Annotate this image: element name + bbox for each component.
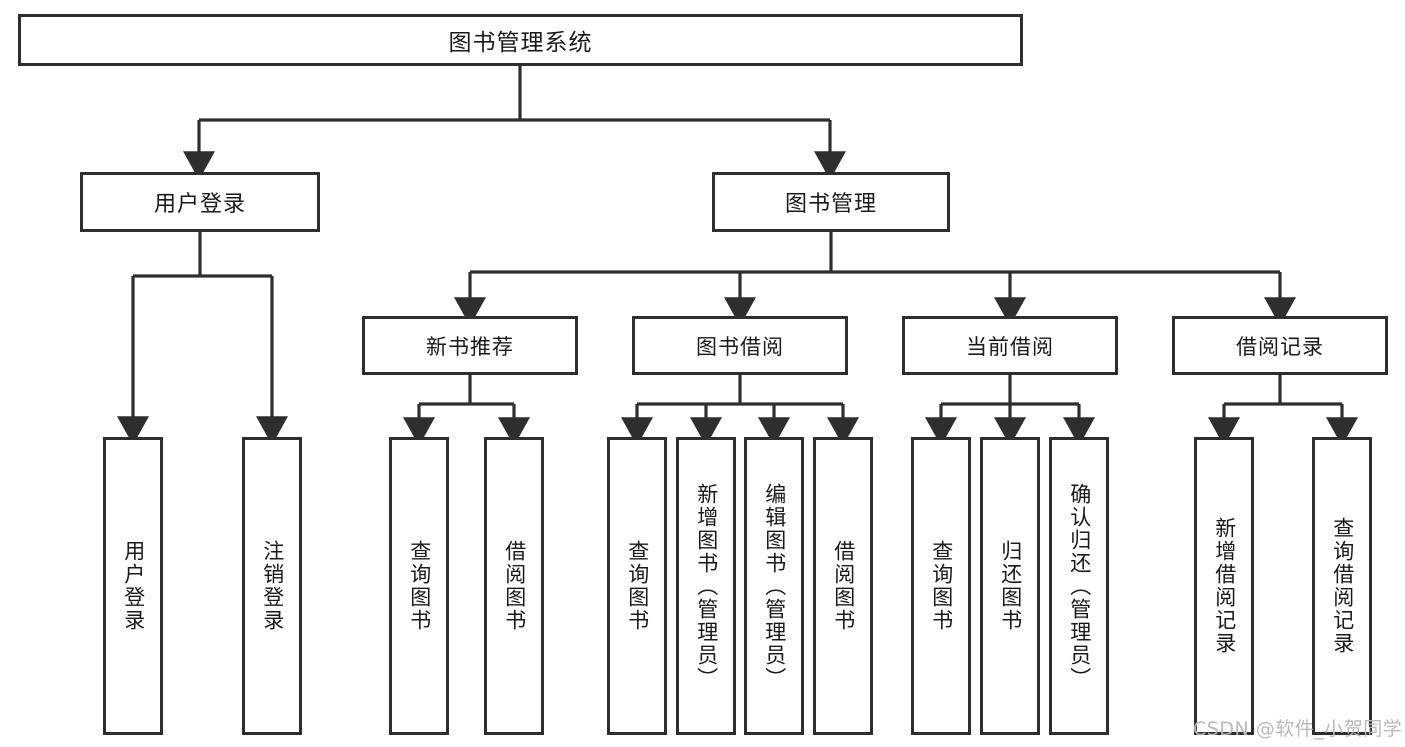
leaf-user-login-logout[interactable]: 注销登录 — [242, 437, 302, 735]
node-book-manage-label: 图书管理 — [784, 192, 877, 217]
node-new-book-recommend-label: 新书推荐 — [426, 334, 514, 359]
leaf-label: 注销登录 — [260, 540, 285, 632]
leaf-user-login-login[interactable]: 用户登录 — [103, 437, 163, 735]
node-root-label: 图书管理系统 — [448, 30, 593, 56]
leaf-label: 查询图书 — [929, 540, 954, 632]
node-borrow-record-label: 借阅记录 — [1236, 334, 1324, 359]
node-user-login-label: 用户登录 — [153, 192, 246, 217]
leaf-label: 编辑图书（管理员） — [762, 482, 787, 690]
leaf-book-borrow-borrow[interactable]: 借阅图书 — [813, 437, 873, 735]
leaf-new-book-query[interactable]: 查询图书 — [389, 437, 449, 735]
node-book-borrow-label: 图书借阅 — [696, 334, 784, 359]
leaf-borrow-record-query[interactable]: 查询借阅记录 — [1312, 437, 1372, 735]
leaf-label: 确认归还（管理员） — [1067, 482, 1092, 690]
node-root-system[interactable]: 图书管理系统 — [18, 14, 1023, 66]
leaf-label: 用户登录 — [121, 540, 146, 632]
leaf-label: 借阅图书 — [831, 540, 856, 632]
node-current-borrow[interactable]: 当前借阅 — [902, 316, 1118, 375]
watermark: CSDN @软件_小贺同学 — [1193, 718, 1403, 740]
node-borrow-record[interactable]: 借阅记录 — [1172, 316, 1388, 375]
node-book-manage[interactable]: 图书管理 — [712, 172, 950, 232]
leaf-current-borrow-query[interactable]: 查询图书 — [911, 437, 971, 735]
leaf-current-borrow-confirm-return[interactable]: 确认归还（管理员） — [1049, 437, 1109, 735]
leaf-current-borrow-return[interactable]: 归还图书 — [980, 437, 1040, 735]
node-current-borrow-label: 当前借阅 — [966, 334, 1054, 359]
leaf-new-book-borrow[interactable]: 借阅图书 — [484, 437, 544, 735]
leaf-book-borrow-query[interactable]: 查询图书 — [607, 437, 667, 735]
node-new-book-recommend[interactable]: 新书推荐 — [362, 316, 578, 375]
leaf-label: 归还图书 — [998, 540, 1023, 632]
leaf-label: 借阅图书 — [502, 540, 527, 632]
leaf-book-borrow-edit[interactable]: 编辑图书（管理员） — [744, 437, 804, 735]
node-book-borrow[interactable]: 图书借阅 — [632, 316, 848, 375]
leaf-label: 新增借阅记录 — [1212, 517, 1237, 655]
leaf-label: 查询图书 — [407, 540, 432, 632]
leaf-label: 查询借阅记录 — [1330, 517, 1355, 655]
node-user-login[interactable]: 用户登录 — [80, 172, 320, 232]
leaf-label: 查询图书 — [625, 540, 650, 632]
leaf-label: 新增图书（管理员） — [694, 482, 719, 690]
leaf-book-borrow-add[interactable]: 新增图书（管理员） — [676, 437, 736, 735]
leaf-borrow-record-add[interactable]: 新增借阅记录 — [1194, 437, 1254, 735]
